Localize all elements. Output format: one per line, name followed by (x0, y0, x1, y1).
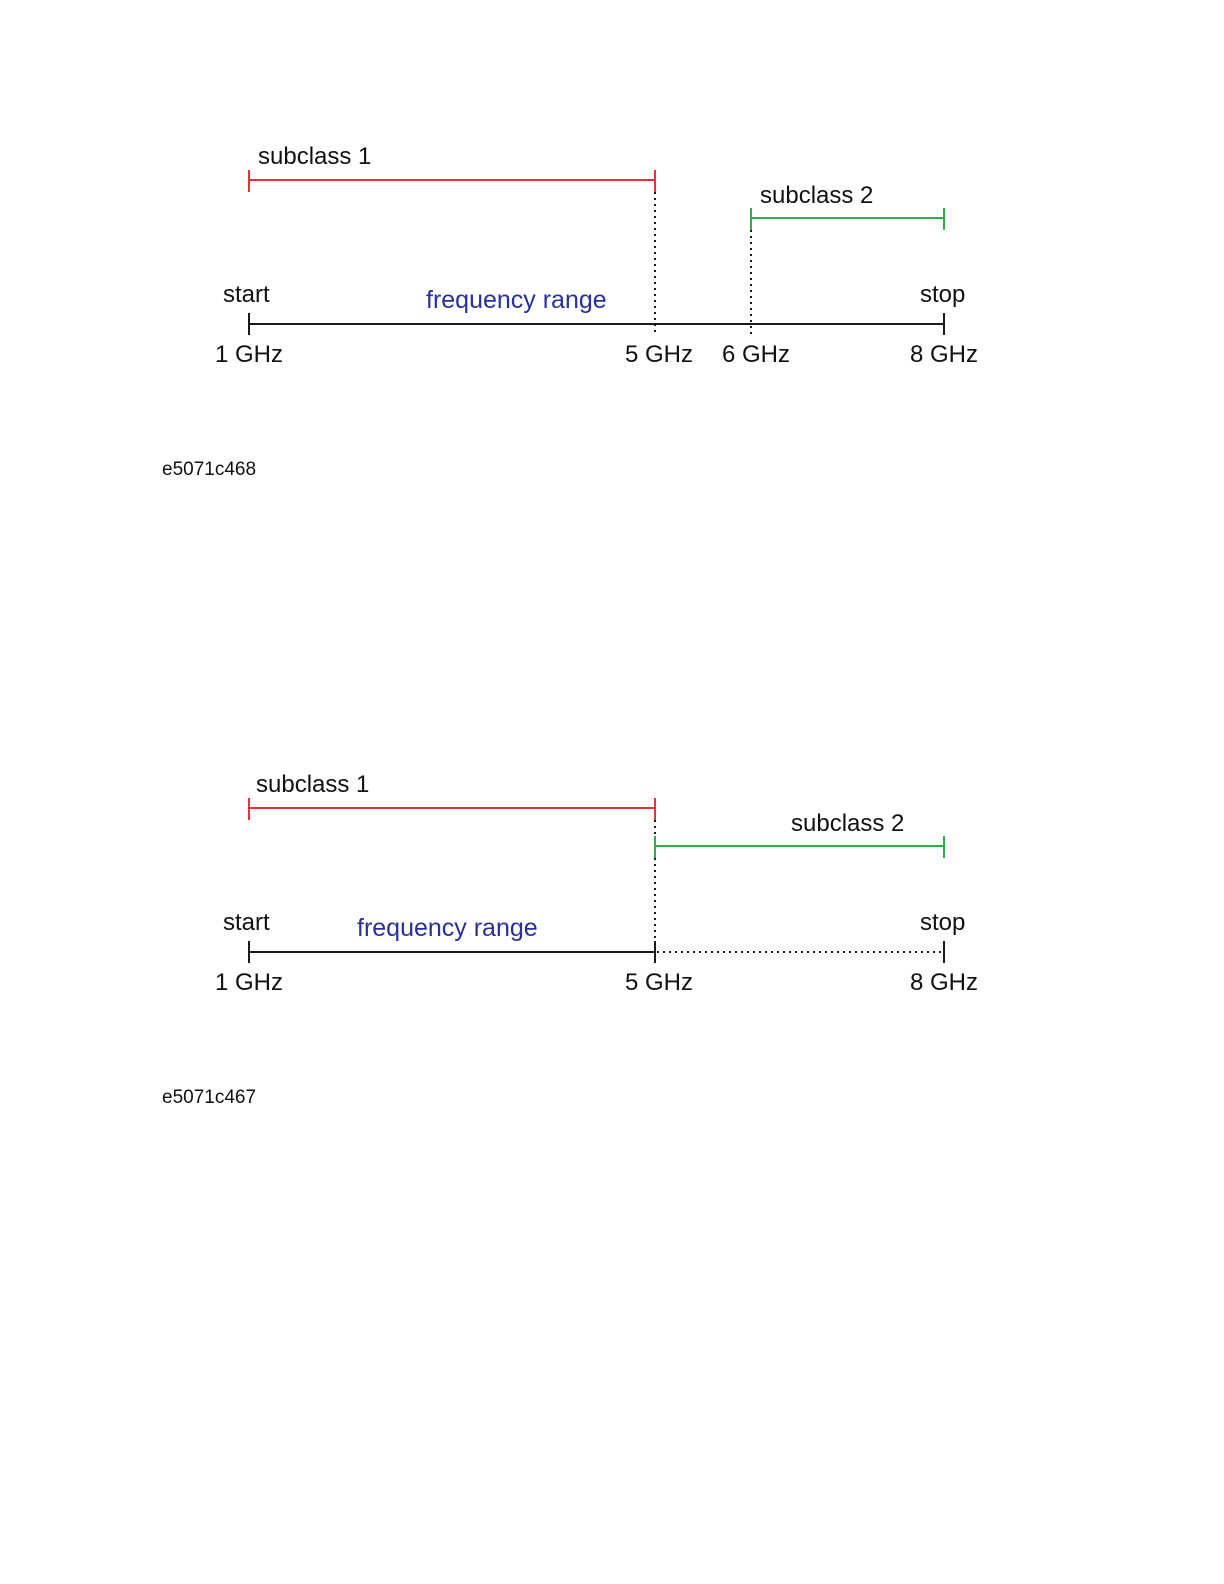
stop-label: stop (920, 911, 965, 935)
tick-label-5ghz: 5 GHz (625, 343, 693, 367)
tick-label-8ghz: 8 GHz (910, 343, 978, 367)
subclass-1-label: subclass 1 (258, 145, 371, 169)
start-label: start (223, 283, 270, 307)
figure-id-label: e5071c467 (162, 1087, 256, 1109)
diagram-1-lines (0, 130, 1224, 390)
tick-label-6ghz: 6 GHz (722, 343, 790, 367)
tick-label-1ghz: 1 GHz (215, 971, 283, 995)
tick-label-5ghz: 5 GHz (625, 971, 693, 995)
frequency-range-diagram-2: subclass 1 subclass 2 start stop frequen… (0, 758, 1224, 1018)
frequency-range-diagram-1: subclass 1 subclass 2 start stop frequen… (0, 130, 1224, 390)
subclass-2-label: subclass 2 (760, 184, 873, 208)
frequency-range-label: frequency range (426, 288, 607, 313)
subclass-2-bracket (751, 208, 944, 230)
tick-label-8ghz: 8 GHz (910, 971, 978, 995)
subclass-1-bracket (249, 170, 655, 192)
tick-label-1ghz: 1 GHz (215, 343, 283, 367)
subclass-2-bracket (655, 836, 944, 858)
frequency-range-label: frequency range (357, 916, 538, 941)
start-label: start (223, 911, 270, 935)
stop-label: stop (920, 283, 965, 307)
figure-id-label: e5071c468 (162, 459, 256, 481)
frequency-axis (249, 313, 944, 335)
diagram-2-lines (0, 758, 1224, 1018)
subclass-1-label: subclass 1 (256, 773, 369, 797)
subclass-2-label: subclass 2 (791, 812, 904, 836)
frequency-axis (249, 941, 944, 963)
subclass-1-bracket (249, 798, 655, 820)
